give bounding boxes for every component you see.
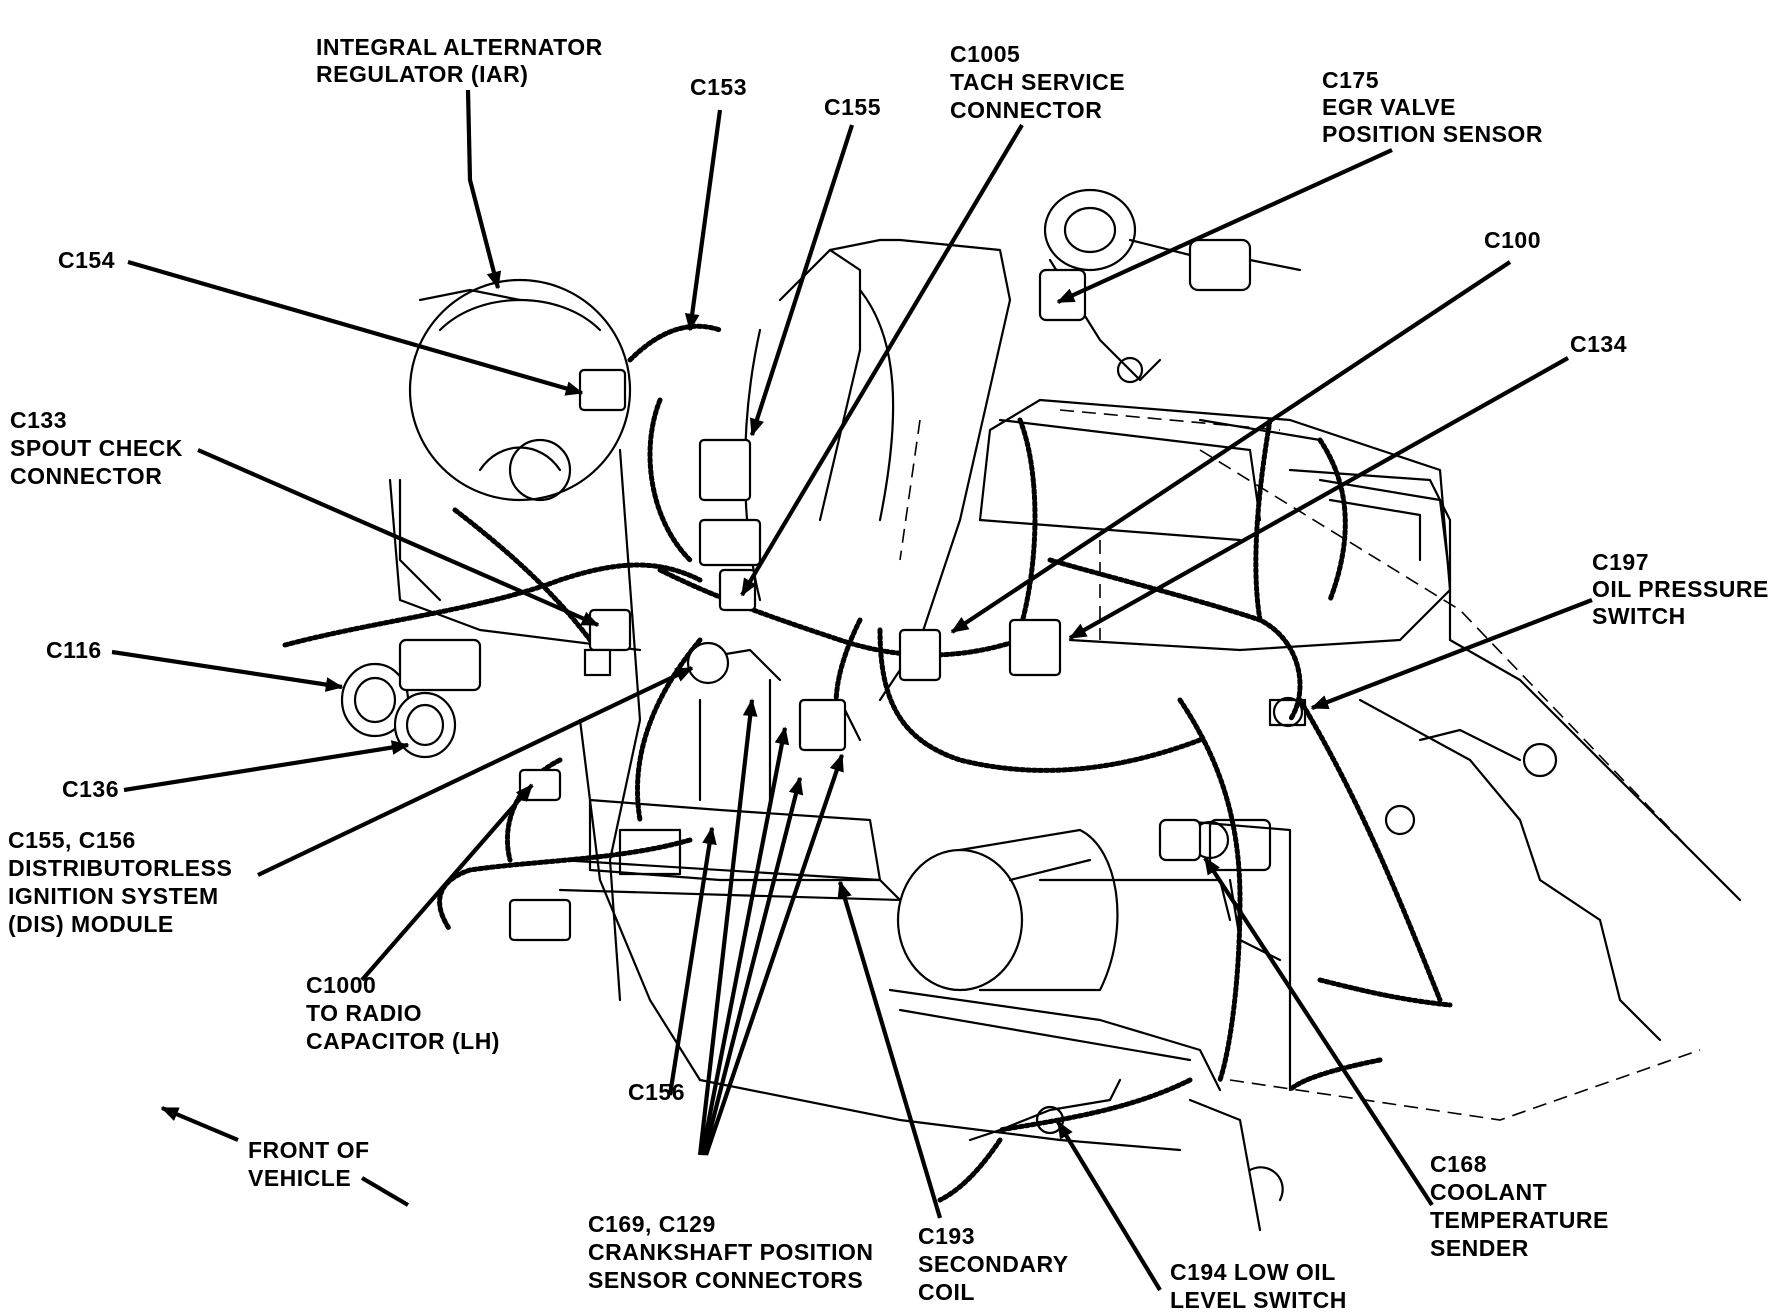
label-c1000: C1000 TO RADIO CAPACITOR (LH)	[306, 972, 500, 1054]
label-c116: C116	[46, 637, 102, 663]
label-c169-c129: C169, C129 CRANKSHAFT POSITION SENSOR CO…	[588, 1211, 880, 1293]
label-c136: C136	[62, 776, 119, 802]
label-c153: C153	[690, 74, 747, 100]
callout-labels: INTEGRAL ALTERNATOR REGULATOR (IAR) C153…	[8, 34, 1770, 1312]
label-c134: C134	[1570, 331, 1627, 357]
label-c155-top: C155	[824, 94, 881, 120]
label-c194: C194 LOW OIL LEVEL SWITCH	[1170, 1259, 1347, 1312]
engine-illustration	[282, 188, 1742, 1232]
label-c193: C193 SECONDARY COIL	[918, 1223, 1075, 1305]
label-c168: C168 COOLANT TEMPERATURE SENDER	[1430, 1151, 1616, 1261]
label-c133: C133 SPOUT CHECK CONNECTOR	[10, 407, 190, 489]
label-iar: INTEGRAL ALTERNATOR REGULATOR (IAR)	[316, 34, 610, 87]
label-c154: C154	[58, 247, 115, 273]
leader-arrows	[111, 89, 1593, 1292]
label-c1005: C1005 TACH SERVICE CONNECTOR	[950, 41, 1132, 123]
label-c100: C100	[1484, 227, 1541, 253]
label-c197: C197 OIL PRESSURE SWITCH	[1592, 549, 1770, 629]
label-c156: C156	[628, 1079, 685, 1105]
label-front-of-vehicle: FRONT OF VEHICLE	[248, 1137, 376, 1191]
label-c175: C175 EGR VALVE POSITION SENSOR	[1322, 67, 1543, 147]
label-dis-module: C155, C156 DISTRIBUTORLESS IGNITION SYST…	[8, 827, 239, 937]
